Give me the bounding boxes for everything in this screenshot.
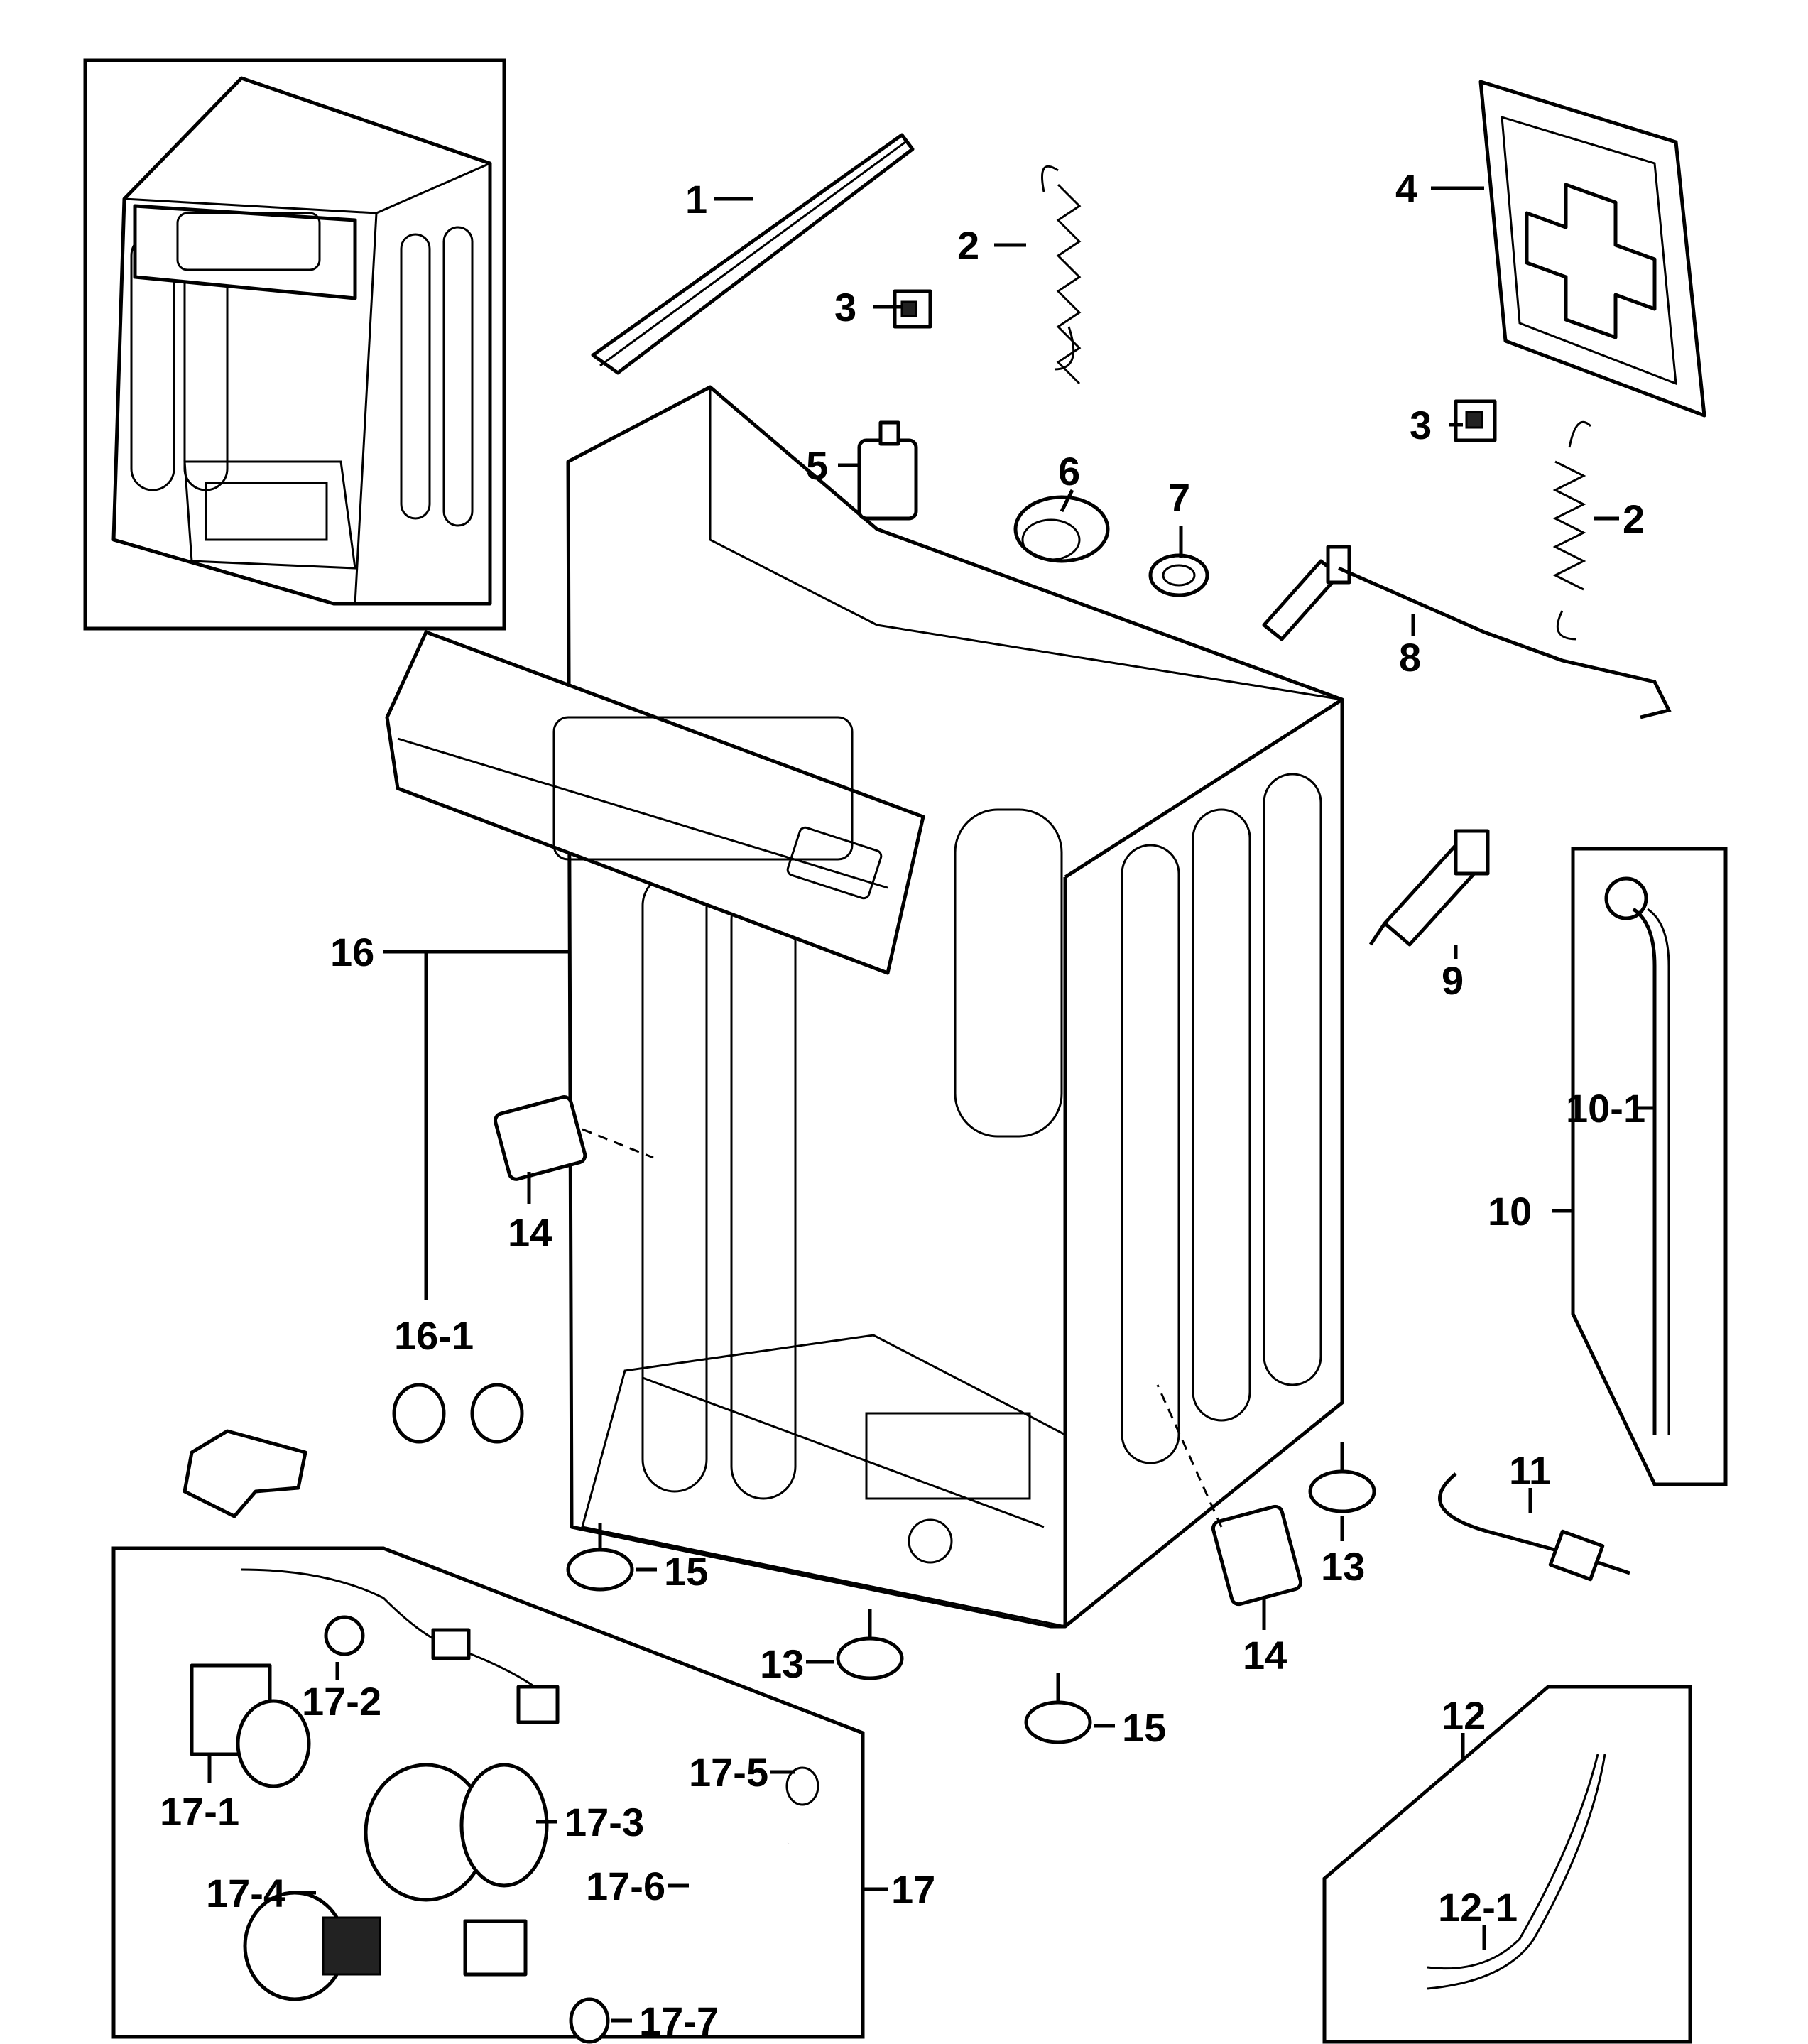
assembled-cabinet-inset: [83, 58, 506, 631]
label-10-1: 10-1: [1566, 1086, 1645, 1131]
label-15-left: 15: [664, 1549, 708, 1594]
label-16: 16: [330, 930, 374, 974]
leveling-foot-13a: [1308, 1442, 1376, 1513]
mount-part-6: [1013, 495, 1110, 563]
label-12: 12: [1442, 1693, 1486, 1738]
wire-harness-box: [1322, 1685, 1692, 2044]
label-10: 10: [1488, 1189, 1532, 1234]
label-12-1: 12-1: [1438, 1885, 1518, 1930]
leveling-foot-15b: [1024, 1673, 1092, 1744]
damper-rod-part: [1262, 545, 1672, 719]
spring-part-right: [1552, 420, 1592, 641]
label-3-right: 3: [1410, 403, 1432, 447]
label-16-1: 16-1: [394, 1313, 474, 1358]
rear-cover-part: [1478, 80, 1706, 418]
cap-parts-16-1: [392, 1383, 524, 1444]
label-11: 11: [1509, 1448, 1551, 1493]
label-9: 9: [1442, 958, 1464, 1003]
label-17: 17: [891, 1867, 935, 1912]
label-2-upper: 2: [957, 223, 979, 268]
label-17-7: 17-7: [639, 1999, 719, 2043]
label-13-right: 13: [1321, 1544, 1365, 1589]
label-13-left: 13: [760, 1641, 804, 1686]
label-17-1: 17-1: [160, 1789, 239, 1834]
label-14-right: 14: [1243, 1633, 1287, 1678]
cabinet-frame: [385, 385, 1344, 1629]
loose-bracket-part: [183, 1429, 307, 1518]
top-bracket-part: [591, 133, 915, 375]
label-17-6: 17-6: [586, 1864, 665, 1908]
handle-part-right: [1156, 1384, 1303, 1607]
damper-part: [1368, 829, 1490, 947]
mount-part-7: [1148, 553, 1209, 597]
label-2-right: 2: [1623, 496, 1645, 541]
label-17-5: 17-5: [689, 1750, 768, 1795]
handle-part-left: [493, 1095, 654, 1181]
label-15-right: 15: [1122, 1705, 1166, 1750]
filter-part: [857, 420, 918, 521]
leveling-foot-15a: [566, 1523, 634, 1592]
leveling-foot-13b: [836, 1609, 904, 1680]
label-17-2: 17-2: [302, 1679, 381, 1724]
label-6: 6: [1058, 449, 1080, 494]
label-4: 4: [1395, 166, 1417, 211]
drain-hose-box: [1571, 847, 1728, 1486]
label-17-3: 17-3: [565, 1800, 644, 1844]
label-5: 5: [806, 443, 828, 488]
leader-lines: [207, 186, 1657, 2023]
callout-labels: 1 2 3 4 5 6 7 3 2 8 9 10-1 10 11 13 14 1…: [160, 166, 1645, 2043]
clip-part-right: [1454, 399, 1497, 442]
power-cord-part: [1438, 1472, 1630, 1582]
clip-part-upper: [893, 289, 932, 329]
label-8: 8: [1399, 635, 1421, 680]
spring-part-upper: [1041, 165, 1082, 385]
label-14-left: 14: [508, 1210, 552, 1255]
label-1: 1: [685, 177, 707, 222]
label-7: 7: [1168, 475, 1190, 520]
label-17-4: 17-4: [206, 1871, 285, 1915]
pump-assembly-box: [111, 1546, 865, 2044]
label-3-upper: 3: [834, 285, 856, 330]
